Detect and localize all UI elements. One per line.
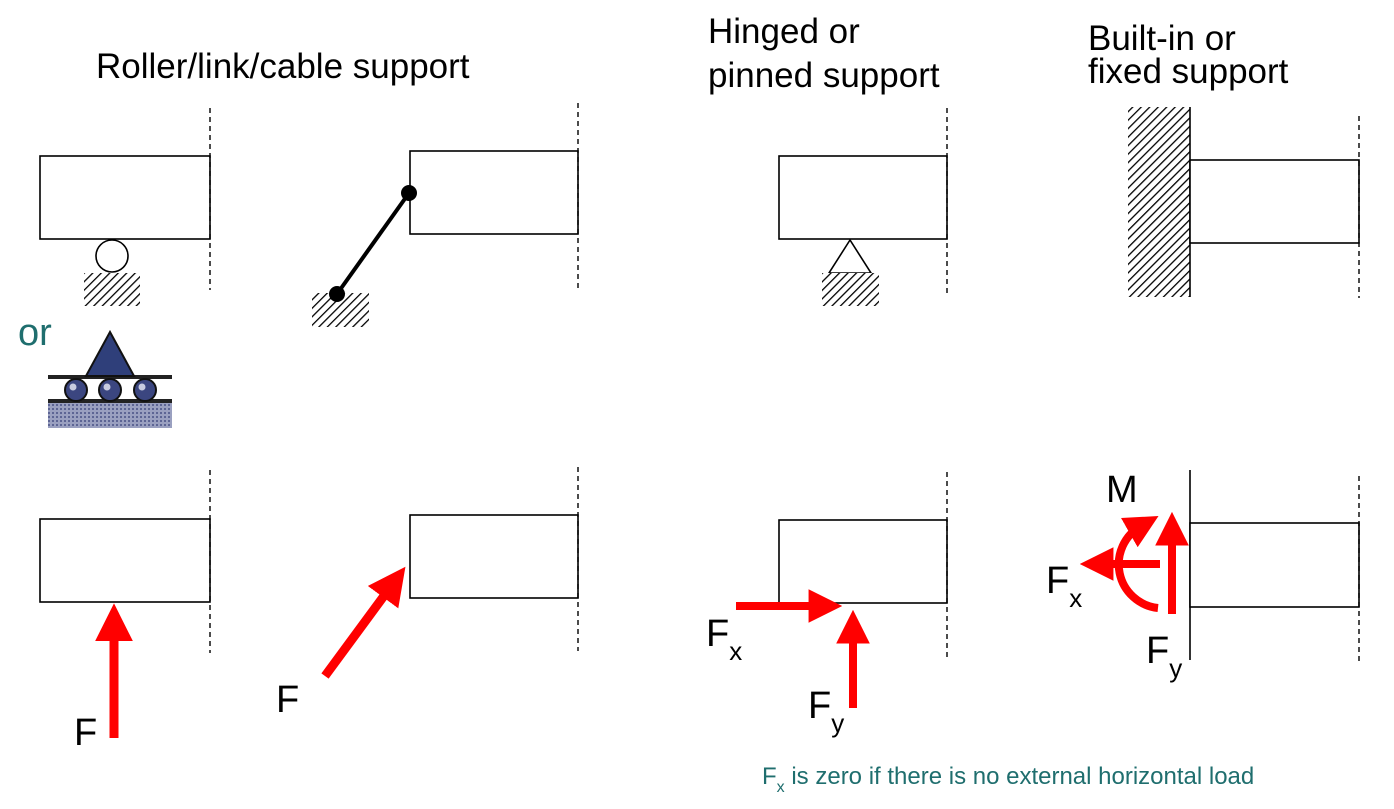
- pin-triangle: [827, 238, 873, 274]
- hinged-reaction-figure: Fx Fy: [706, 472, 948, 738]
- fixed-support-title-line2: fixed support: [1088, 52, 1289, 91]
- roller-ball-highlight: [103, 383, 111, 391]
- hinged-support-figure: [778, 108, 948, 306]
- link-bar: [335, 191, 411, 296]
- ground-hatch: [84, 273, 140, 306]
- hinged-support-title-line2: pinned support: [708, 56, 940, 95]
- beam-fixed: [1189, 159, 1360, 244]
- beam-link-fbd: [409, 514, 579, 599]
- force-label-f: F: [74, 712, 97, 754]
- roller-symbol-alt: [48, 329, 172, 428]
- moment-arrow: [1114, 516, 1159, 612]
- beam-roller: [39, 155, 211, 240]
- roller-ball-2: [98, 378, 122, 402]
- ground-hatch: [822, 273, 879, 306]
- wall-hatch: [1128, 107, 1190, 297]
- fixed-support-figure: [1128, 107, 1360, 298]
- force-label-fy: Fy: [1146, 630, 1182, 683]
- force-label-f: F: [276, 679, 299, 721]
- roller-ball-3: [133, 378, 157, 402]
- fixed-support-title-line1: Built-in or: [1088, 19, 1236, 58]
- beam-link: [409, 150, 579, 235]
- or-label: or: [18, 312, 52, 354]
- beam-hinged: [778, 155, 948, 240]
- beam-hinged-fbd: [778, 519, 948, 604]
- beam-roller-fbd: [39, 518, 211, 603]
- roller-triangle: [84, 329, 136, 377]
- roller-circle: [95, 239, 129, 273]
- force-label-fy: Fy: [808, 685, 844, 738]
- beam-fixed-fbd: [1189, 522, 1360, 608]
- fixed-reaction-figure: M Fx Fy: [1046, 469, 1360, 683]
- roller-support-title: Roller/link/cable support: [96, 47, 470, 86]
- link-pin-bottom: [329, 286, 345, 302]
- moment-label-m: M: [1106, 469, 1138, 511]
- roller-ball-highlight: [69, 383, 77, 391]
- hinged-support-title-line1: Hinged or: [708, 12, 860, 51]
- force-label-fx: Fx: [1046, 560, 1082, 613]
- force-arrow-f-inclined: [321, 566, 406, 679]
- link-pin-top: [401, 185, 417, 201]
- footnote: Fx is zero if there is no external horiz…: [762, 763, 1254, 796]
- roller-reaction-figure: F: [39, 470, 211, 754]
- roller-ball-1: [64, 378, 88, 402]
- link-reaction-figure: F: [276, 467, 579, 721]
- force-label-fx: Fx: [706, 613, 742, 666]
- roller-support-figure: [39, 108, 211, 306]
- ground-strip: [48, 402, 172, 428]
- link-support-figure: [312, 103, 579, 327]
- roller-ball-highlight: [138, 383, 146, 391]
